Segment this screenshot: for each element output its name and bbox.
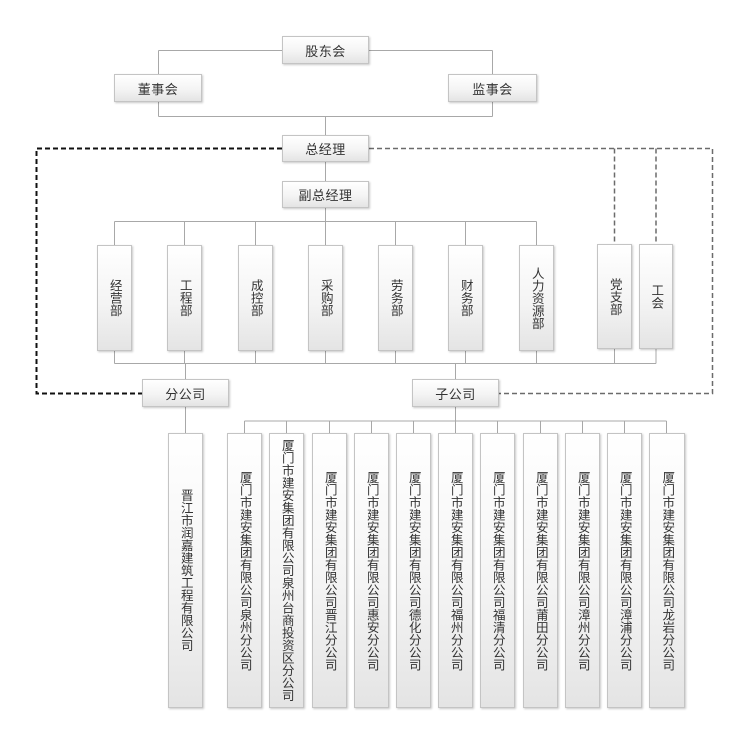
node-subsidiary-unit: 厦门市建安集团有限公司福州分公司 [438, 433, 473, 708]
node-label: 人力资源部 [529, 266, 545, 330]
node-label: 厦门市建安集团有限公司漳浦分公司 [617, 470, 633, 671]
solid-connectors [114, 50, 667, 433]
node-subsidiary-unit: 厦门市建安集团有限公司莆田分公司 [523, 433, 558, 708]
node-department: 采购部 [308, 245, 343, 351]
node-subsidiary-unit: 厦门市建安集团有限公司惠安分公司 [354, 433, 389, 708]
node-label: 股东会 [305, 44, 346, 60]
node-subsidiary-unit: 厦门市建安集团有限公司晋江分公司 [312, 433, 347, 708]
node-label: 副总经理 [298, 189, 353, 204]
node-label: 分公司 [165, 387, 206, 403]
node-label: 晋江市润嘉建筑工程有限公司 [178, 489, 194, 652]
node-subsidiary-company: 子公司 [412, 379, 499, 407]
node-label: 成控部 [248, 279, 264, 317]
node-deputy-general-manager: 副总经理 [282, 181, 369, 208]
node-subsidiary-unit: 厦门市建安集团有限公司龙岩分公司 [649, 433, 685, 708]
node-label: 厦门市建安集团有限公司莆田分公司 [533, 470, 549, 671]
node-general-manager: 总经理 [282, 135, 369, 162]
node-label: 厦门市建安集团有限公司福清分公司 [490, 470, 506, 671]
node-label: 厦门市建安集团有限公司德化分公司 [406, 470, 422, 671]
node-label: 经营部 [107, 279, 123, 317]
node-label: 监事会 [472, 82, 513, 98]
node-label: 财务部 [458, 279, 474, 317]
node-subsidiary-unit: 厦门市建安集团有限公司福清分公司 [480, 433, 515, 708]
node-label: 工程部 [177, 279, 193, 317]
node-department: 成控部 [238, 245, 273, 351]
node-label: 厦门市建安集团有限公司惠安分公司 [364, 470, 380, 671]
node-department: 人力资源部 [519, 245, 554, 351]
node-subsidiary-unit: 厦门市建安集团有限公司德化分公司 [396, 433, 431, 708]
node-subsidiary-unit: 厦门市建安集团有限公司漳浦分公司 [607, 433, 642, 708]
node-label: 厦门市建安集团有限公司漳州分公司 [575, 470, 591, 671]
node-label: 厦门市建安集团有限公司泉州台商投资区分公司 [279, 439, 295, 702]
node-label: 厦门市建安集团有限公司龙岩分公司 [660, 470, 676, 671]
node-label: 厦门市建安集团有限公司福州分公司 [448, 470, 464, 671]
node-party-branch: 党支部 [597, 244, 632, 349]
node-label: 工会 [649, 284, 665, 309]
node-label: 厦门市建安集团有限公司晋江分公司 [322, 470, 338, 671]
node-branch-company: 分公司 [142, 379, 229, 407]
node-subsidiary-unit: 厦门市建安集团有限公司漳州分公司 [565, 433, 600, 708]
dashed-connector-gm-to-branch [35, 147, 282, 395]
node-trade-union: 工会 [639, 244, 673, 349]
node-subsidiary-unit: 厦门市建安集团有限公司泉州台商投资区分公司 [269, 433, 304, 708]
node-shareholders-meeting: 股东会 [282, 36, 369, 64]
node-label: 董事会 [137, 82, 179, 98]
node-label: 子公司 [435, 387, 476, 403]
node-department: 经营部 [97, 245, 132, 351]
node-label: 劳务部 [388, 279, 404, 317]
node-department: 工程部 [167, 245, 202, 351]
dashed-connector-gm-to-subsidiary [369, 147, 714, 395]
node-label: 总经理 [305, 143, 346, 158]
node-label: 党支部 [607, 277, 623, 316]
node-board-of-supervisors: 监事会 [448, 74, 537, 102]
node-subsidiary-unit: 厦门市建安集团有限公司泉州分公司 [227, 433, 262, 708]
node-label: 厦门市建安集团有限公司泉州分公司 [237, 470, 253, 671]
node-label: 采购部 [318, 279, 334, 317]
node-board-of-directors: 董事会 [114, 74, 202, 102]
node-department: 财务部 [448, 245, 483, 351]
node-branch-unit: 晋江市润嘉建筑工程有限公司 [168, 433, 203, 708]
node-department: 劳务部 [378, 245, 413, 351]
